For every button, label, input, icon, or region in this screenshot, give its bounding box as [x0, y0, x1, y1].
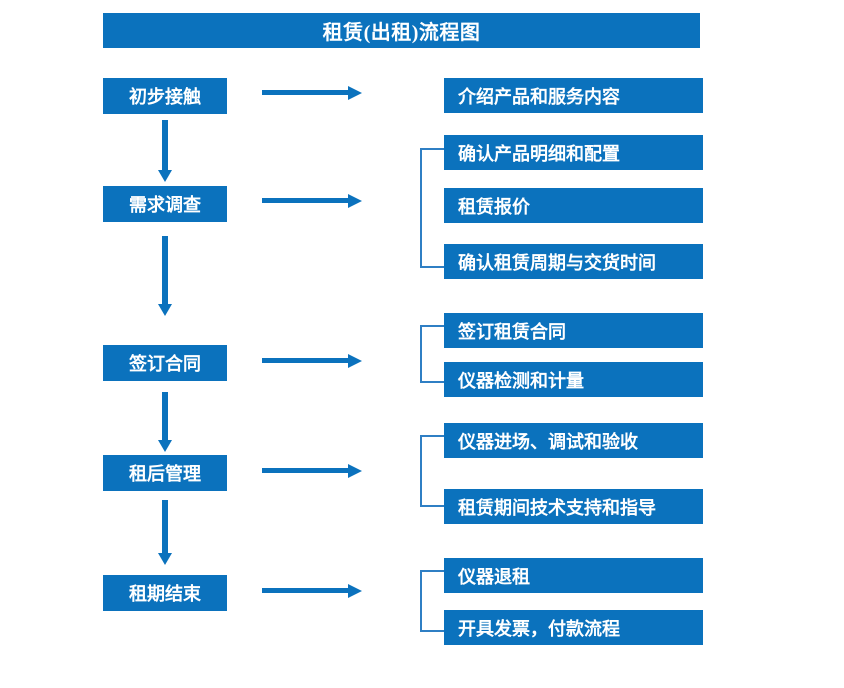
arrow-down-stage-1 — [157, 120, 173, 182]
arrow-head — [158, 170, 172, 182]
page-title: 租赁(出租)流程图 — [103, 13, 700, 48]
arrow-head — [158, 304, 172, 316]
arrow-shaft — [162, 236, 168, 304]
arrow-right-stage-1 — [262, 85, 362, 101]
arrow-shaft — [162, 120, 168, 170]
bracket-stage-2 — [420, 148, 444, 268]
detail-box-2-1[interactable]: 确认产品明细和配置 — [444, 135, 703, 170]
arrow-right-stage-5 — [262, 583, 362, 599]
detail-box-3-1[interactable]: 签订租赁合同 — [444, 313, 703, 348]
arrow-head — [348, 194, 362, 208]
arrow-head — [348, 86, 362, 100]
arrow-shaft — [262, 588, 350, 593]
detail-box-1-1[interactable]: 介绍产品和服务内容 — [444, 78, 703, 113]
bracket-stage-5 — [420, 570, 444, 632]
bracket-stage-4 — [420, 435, 444, 507]
stage-box-签订合同[interactable]: 签订合同 — [103, 345, 227, 381]
bracket-stage-3 — [420, 325, 444, 383]
arrow-shaft — [162, 500, 168, 553]
stage-box-租期结束[interactable]: 租期结束 — [103, 575, 227, 611]
detail-box-5-2[interactable]: 开具发票，付款流程 — [444, 610, 703, 645]
detail-box-4-2[interactable]: 租赁期间技术支持和指导 — [444, 489, 703, 524]
arrow-head — [348, 464, 362, 478]
arrow-shaft — [262, 198, 350, 203]
arrow-head — [348, 584, 362, 598]
arrow-down-stage-4 — [157, 500, 173, 565]
arrow-head — [348, 354, 362, 368]
stage-box-需求调查[interactable]: 需求调查 — [103, 186, 227, 222]
arrow-shaft — [262, 358, 350, 363]
arrow-shaft — [262, 468, 350, 473]
arrow-down-stage-2 — [157, 236, 173, 316]
detail-box-5-1[interactable]: 仪器退租 — [444, 558, 703, 593]
arrow-shaft — [162, 392, 168, 440]
arrow-shaft — [262, 90, 350, 95]
arrow-down-stage-3 — [157, 392, 173, 452]
detail-box-2-2[interactable]: 租赁报价 — [444, 188, 703, 223]
arrow-right-stage-2 — [262, 193, 362, 209]
detail-box-4-1[interactable]: 仪器进场、调试和验收 — [444, 423, 703, 458]
detail-box-2-3[interactable]: 确认租赁周期与交货时间 — [444, 244, 703, 279]
arrow-right-stage-3 — [262, 353, 362, 369]
arrow-head — [158, 553, 172, 565]
arrow-head — [158, 440, 172, 452]
stage-box-初步接触[interactable]: 初步接触 — [103, 78, 227, 114]
arrow-right-stage-4 — [262, 463, 362, 479]
detail-box-3-2[interactable]: 仪器检测和计量 — [444, 362, 703, 397]
stage-box-租后管理[interactable]: 租后管理 — [103, 455, 227, 491]
